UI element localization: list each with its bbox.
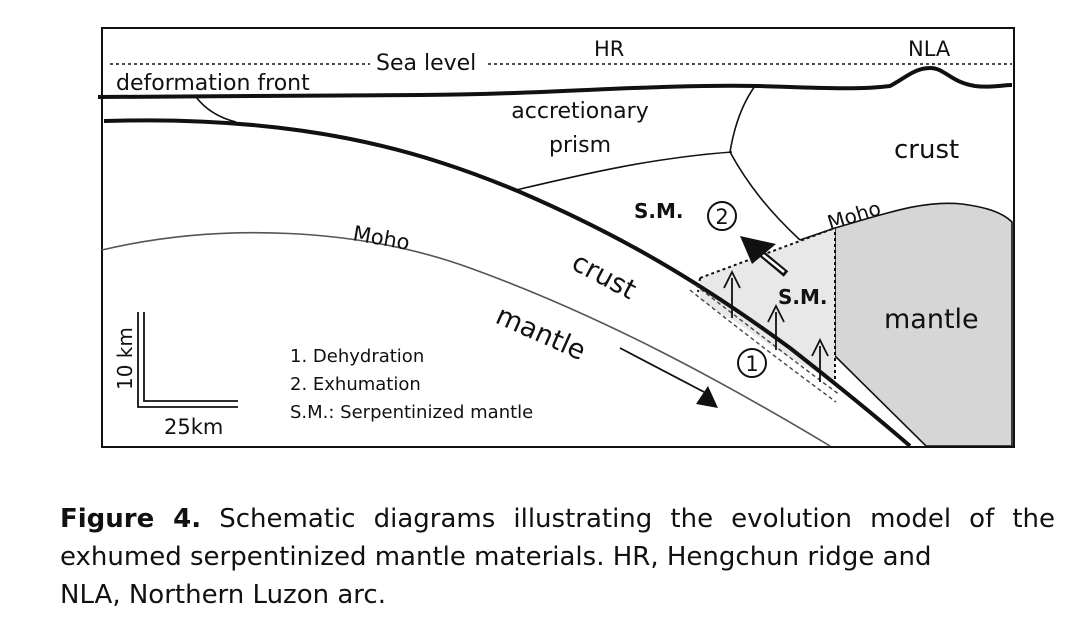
legend-item-2: 2. Exhumation	[290, 374, 421, 395]
crust-slab-label: crust	[567, 247, 641, 306]
mantle-right-label: mantle	[884, 304, 979, 335]
figure-caption: Figure 4. Schematic diagrams illustratin…	[60, 500, 1055, 614]
prism-backstop-fault	[729, 85, 801, 241]
mantle-region-right	[834, 202, 1013, 447]
schematic-diagram: Sea level HR NLA deformation front accre…	[97, 27, 1015, 448]
deformation-front-label: deformation front	[116, 71, 310, 96]
accretionary-prism-label-2: prism	[549, 133, 611, 158]
scale-horizontal-label: 25km	[164, 415, 223, 439]
caption-text-1: Schematic diagrams illustrating the evol…	[219, 504, 1056, 534]
serpentinized-zone	[700, 228, 835, 382]
diagram-frame	[101, 27, 1015, 448]
caption-line-2: exhumed serpentinized mantle materials. …	[60, 542, 932, 572]
fluid-arrowhead-1	[723, 269, 741, 289]
subduction-direction-arrow	[619, 347, 705, 393]
circle-2-number: 2	[715, 205, 728, 229]
accretionary-prism-label-1: accretionary	[511, 99, 648, 124]
legend-item-3: S.M.: Serpentinized mantle	[290, 402, 533, 423]
sea-level-label: Sea level	[376, 51, 476, 76]
caption-line-1: Figure 4. Schematic diagrams illustratin…	[60, 500, 1055, 538]
deformation-front-fault	[195, 96, 237, 123]
slab-top-line	[103, 118, 912, 448]
hr-label: HR	[594, 37, 624, 61]
moho-line-upper	[799, 227, 836, 241]
dehydration-dashed-lines	[689, 284, 841, 403]
fluid-arrowhead-3	[811, 337, 829, 357]
moho-line-slab	[101, 231, 831, 447]
scale-vertical-label: 10 km	[113, 327, 137, 390]
nla-label: NLA	[908, 37, 951, 61]
moho-label-left: Moho	[351, 221, 411, 255]
crust-upper-label: crust	[894, 135, 959, 165]
sm-label-upper: S.M.	[634, 199, 684, 223]
legend-item-1: 1. Dehydration	[290, 346, 424, 367]
exhumation-arrowhead	[740, 236, 776, 264]
prism-lower-boundary	[515, 151, 733, 191]
scale-bar	[137, 312, 238, 408]
circle-2-marker	[707, 201, 737, 231]
fluid-arrowhead-2	[767, 303, 785, 323]
circle-1-number: 1	[745, 352, 758, 376]
circle-1-marker	[737, 348, 767, 378]
caption-label: Figure 4.	[60, 504, 202, 534]
sea-floor-line	[97, 65, 1013, 99]
caption-line-3: NLA, Northern Luzon arc.	[60, 580, 386, 610]
subduction-arrowhead	[696, 386, 718, 408]
sm-label-lower: S.M.	[778, 285, 828, 309]
